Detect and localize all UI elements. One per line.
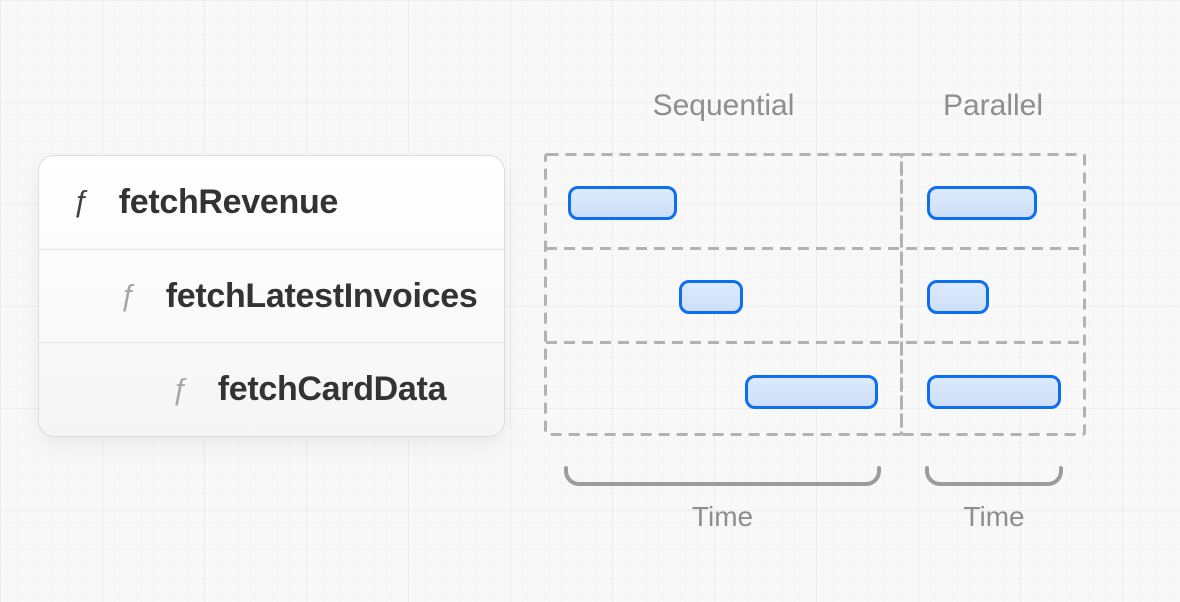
- function-f-icon: ƒ: [171, 372, 188, 406]
- function-card: ƒ fetchRevenue ƒ fetchLatestInvoices ƒ f…: [38, 155, 505, 437]
- function-f-icon: ƒ: [119, 279, 136, 312]
- column-title-sequential: Sequential: [652, 89, 795, 122]
- column-title-parallel: Parallel: [942, 89, 1044, 122]
- function-row-fetchRevenue: ƒ fetchRevenue: [39, 156, 504, 250]
- timing-bar-sequential-fetchCardData: [745, 375, 878, 409]
- timing-bar-parallel-fetchRevenue: [927, 186, 1037, 220]
- timing-bar-parallel-fetchCardData: [927, 375, 1061, 409]
- timing-bar-sequential-fetchLatestInvoices: [679, 280, 743, 314]
- function-f-icon: ƒ: [72, 185, 89, 219]
- timing-bar-sequential-fetchRevenue: [568, 186, 677, 220]
- sequential-grid-box: [544, 153, 903, 436]
- sequential-time-bracket: [564, 466, 881, 486]
- function-name: fetchRevenue: [118, 182, 339, 221]
- time-label-sequential: Time: [691, 501, 754, 532]
- parallel-time-bracket: [925, 466, 1063, 486]
- function-name: fetchCardData: [217, 370, 447, 409]
- timing-bar-parallel-fetchLatestInvoices: [927, 280, 989, 314]
- parallel-grid-box: [900, 153, 1086, 436]
- function-row-fetchCardData: ƒ fetchCardData: [39, 343, 504, 436]
- function-name: fetchLatestInvoices: [165, 276, 478, 315]
- time-label-parallel: Time: [963, 501, 1025, 532]
- function-row-fetchLatestInvoices: ƒ fetchLatestInvoices: [39, 250, 504, 344]
